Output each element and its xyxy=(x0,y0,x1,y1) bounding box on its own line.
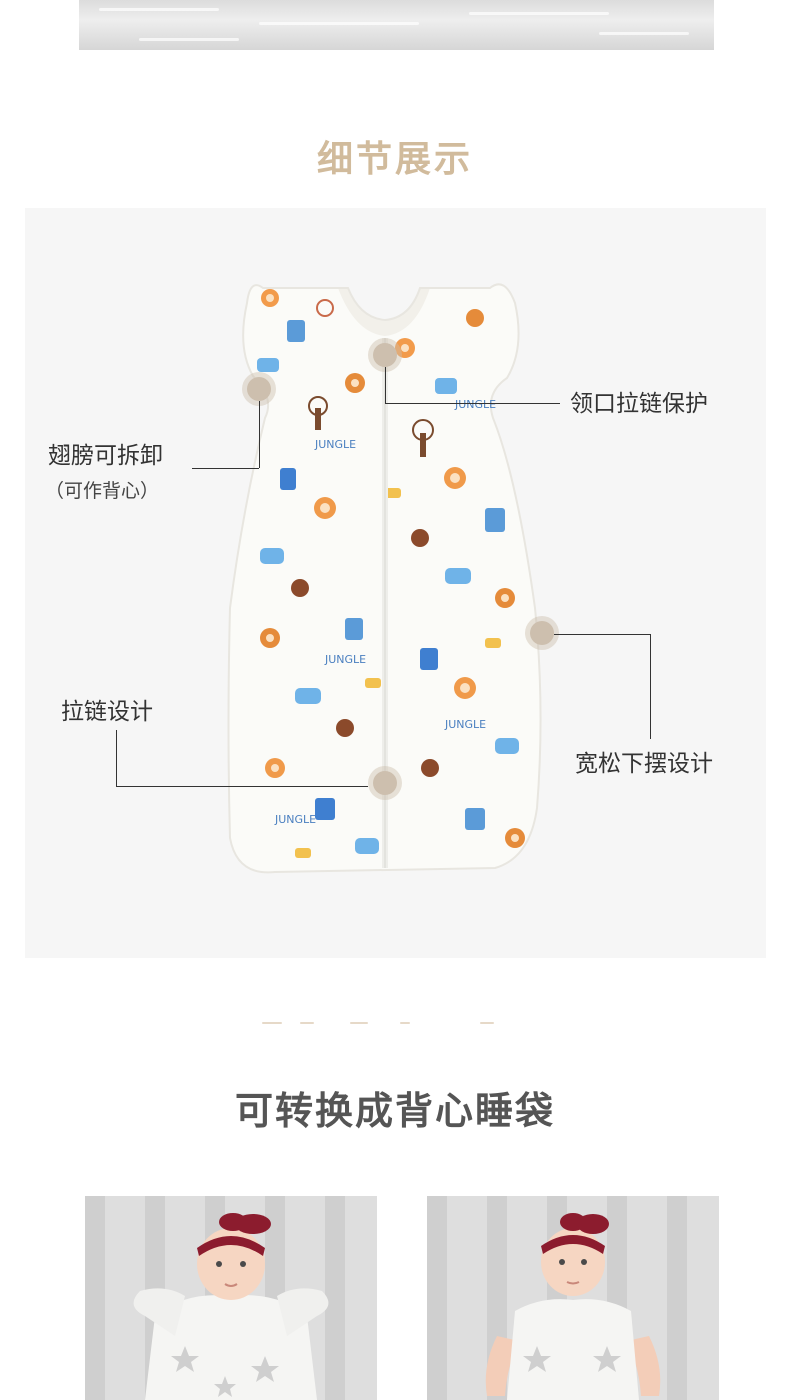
zipper-marker xyxy=(373,771,397,795)
print-text-jungle: JUNGLE xyxy=(444,718,486,731)
zipper-callout-label: 拉链设计 xyxy=(61,699,153,725)
sleep-sack-illustration: JUNGLE JUNGLE JUNGLE JUNGLE JUNGLE xyxy=(227,283,542,874)
detail-section-title: 细节展示 xyxy=(316,139,473,180)
hem-leader-line xyxy=(650,634,651,739)
print-text-jungle: JUNGLE xyxy=(324,653,366,666)
collar-leader-line xyxy=(385,403,560,404)
print-text-jungle: JUNGLE xyxy=(274,813,316,826)
hem-marker xyxy=(530,621,554,645)
baby-photo-vest-sack xyxy=(427,1196,719,1400)
zipper-leader-line xyxy=(116,786,368,787)
decorative-dashes xyxy=(0,1022,790,1028)
convert-section-title: 可转换成背心睡袋 xyxy=(234,1089,555,1133)
wing-callout-note: （可作背心） xyxy=(45,480,160,502)
baby-photo-with-wings xyxy=(85,1196,377,1400)
detail-panel: JUNGLE JUNGLE JUNGLE JUNGLE JUNGLE 领口拉链保… xyxy=(25,208,766,958)
collar-marker xyxy=(373,343,397,367)
fur-background-strip xyxy=(79,0,714,50)
wing-leader-line xyxy=(192,468,259,469)
print-text-jungle: JUNGLE xyxy=(314,438,356,451)
wing-callout-label: 翅膀可拆卸 xyxy=(48,443,163,469)
zipper-leader-line xyxy=(116,730,117,786)
collar-leader-line xyxy=(385,367,386,403)
hem-callout-label: 宽松下摆设计 xyxy=(575,751,713,777)
wing-leader-line xyxy=(259,401,260,468)
print-text-jungle: JUNGLE xyxy=(454,398,496,411)
hem-leader-line xyxy=(554,634,650,635)
collar-callout-label: 领口拉链保护 xyxy=(570,391,708,417)
wing-marker xyxy=(247,377,271,401)
